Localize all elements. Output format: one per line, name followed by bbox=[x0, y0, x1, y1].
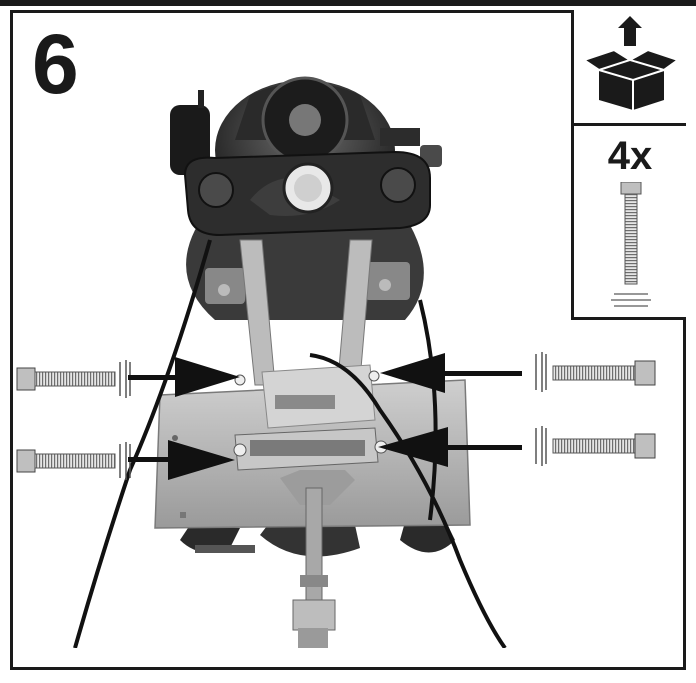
bolt-icon bbox=[611, 182, 651, 307]
arrow-left-lower bbox=[128, 440, 235, 480]
quantity-label: 4x bbox=[607, 134, 653, 178]
arrow-right-lower bbox=[378, 427, 522, 467]
open-box-icon bbox=[581, 16, 681, 110]
frame-bracket bbox=[233, 239, 388, 471]
bolt-left-upper bbox=[16, 360, 131, 398]
arrow-left-upper bbox=[128, 357, 240, 397]
arrow-right-upper bbox=[380, 353, 522, 393]
step-number: 6 bbox=[32, 17, 79, 111]
panel-divider bbox=[574, 123, 686, 126]
drive-shaft bbox=[280, 470, 355, 650]
bolt-left-lower bbox=[16, 442, 131, 480]
handle-housing bbox=[183, 150, 431, 237]
bolt-right-upper bbox=[535, 352, 656, 392]
bolt-right-lower bbox=[535, 426, 656, 466]
parts-panel: 4x bbox=[571, 10, 686, 320]
top-rule bbox=[0, 0, 696, 6]
bottom-margin bbox=[13, 648, 683, 667]
